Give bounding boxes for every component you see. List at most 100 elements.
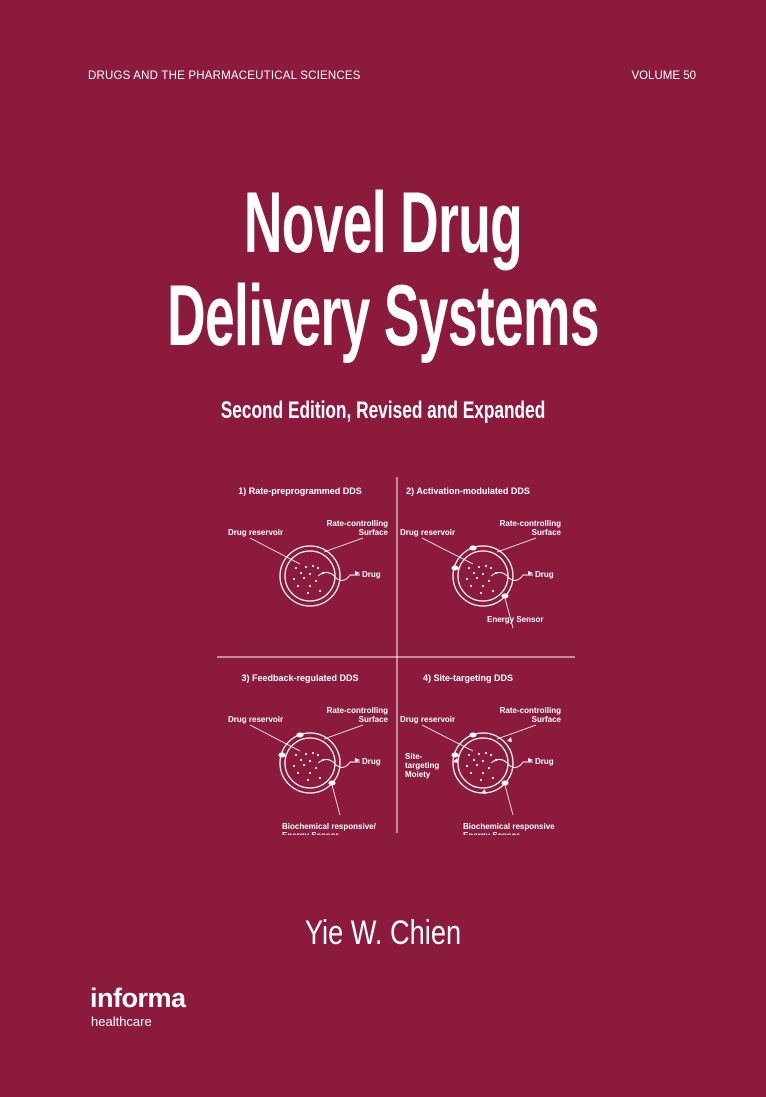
- membrane-inner: [457, 550, 509, 602]
- label-drug: Drug: [535, 570, 554, 579]
- drug-release-arrow-icon: [490, 572, 533, 581]
- sensor-icon: [278, 752, 286, 758]
- label-surface: Surface: [532, 715, 562, 724]
- drug-particle: [477, 565, 481, 569]
- leader-line: [496, 537, 537, 553]
- drug-particle: [487, 766, 491, 770]
- label-reservoir: Drug reservoir: [228, 528, 283, 537]
- leader-line: [421, 724, 474, 752]
- drug-particle: [304, 752, 308, 756]
- drug-particle: [299, 571, 303, 575]
- leader-line: [323, 537, 364, 553]
- sensor-icon: [469, 732, 477, 738]
- leader-line: [323, 724, 364, 740]
- label-drug: Drug: [535, 757, 554, 766]
- membrane-outer: [452, 545, 514, 607]
- drug-particle: [318, 776, 322, 780]
- drug-particle: [311, 564, 315, 568]
- drug-particle: [487, 579, 491, 583]
- label-surface: Rate-controlling: [500, 519, 561, 528]
- sensor-icon: [501, 593, 509, 599]
- label-surface: Rate-controlling: [500, 706, 561, 715]
- drug-release-arrow-icon: [490, 759, 533, 768]
- diagram-quadrant-2: 2) Activation-modulated DDS Drug reservoi…: [400, 486, 562, 629]
- label-surface: Surface: [359, 715, 389, 724]
- drug-particle: [316, 566, 320, 570]
- drug-particle: [484, 564, 488, 568]
- drug-particle: [299, 758, 303, 762]
- arrowhead-icon: [355, 571, 360, 575]
- label-surface: Surface: [532, 528, 562, 537]
- drug-release-arrow-icon: [317, 572, 360, 581]
- arrowhead-icon: [528, 758, 533, 762]
- leader-line: [421, 537, 474, 565]
- diagram-quadrant-4: 4) Site-targeting DDS Drug reservoir Rate-…: [400, 673, 562, 835]
- drug-particle: [292, 764, 296, 768]
- drug-particle: [306, 778, 310, 782]
- membrane-inner: [457, 737, 509, 789]
- drug-particle: [475, 763, 479, 767]
- author: Yie W. Chien: [304, 914, 462, 952]
- drug-particle: [306, 591, 310, 595]
- drug-particle: [491, 776, 495, 780]
- label-sensor: Energy Sensor: [463, 831, 519, 835]
- leader-line: [504, 784, 514, 816]
- label-surface: Surface: [359, 528, 389, 537]
- drug-particle: [314, 579, 318, 583]
- drug-particle: [491, 589, 495, 593]
- drug-particle: [481, 759, 485, 763]
- label-reservoir: Drug reservoir: [400, 715, 455, 724]
- drug-particle: [292, 577, 296, 581]
- drug-particle: [481, 771, 485, 775]
- drug-particle: [304, 565, 308, 569]
- label-moiety: targeting: [405, 761, 439, 770]
- drug-particle: [308, 759, 312, 763]
- subtitle: Second Edition, Revised and Expanded: [220, 397, 546, 424]
- drug-particle: [302, 576, 306, 580]
- drug-particle: [472, 758, 476, 762]
- arrowhead-icon: [528, 571, 533, 575]
- drug-particle: [467, 753, 471, 757]
- drug-particle: [308, 572, 312, 576]
- title-line-1: Novel Drug: [243, 175, 523, 271]
- drug-particle: [479, 591, 483, 595]
- leader-line: [249, 537, 301, 565]
- drug-release-arrow-icon: [317, 759, 360, 768]
- label-moiety: Moiety: [405, 770, 431, 779]
- drug-particle: [489, 566, 493, 570]
- label-drug: Drug: [362, 757, 381, 766]
- label-reservoir: Drug reservoir: [228, 715, 283, 724]
- membrane-outer: [279, 545, 341, 607]
- sensor-icon: [469, 545, 477, 551]
- sensor-icon: [296, 732, 304, 738]
- leader-line: [504, 597, 514, 629]
- drug-particle: [467, 566, 471, 570]
- drug-particle: [302, 763, 306, 767]
- leader-line: [331, 784, 341, 816]
- drug-particle: [294, 753, 298, 757]
- label-sensor: Energy Sensor: [282, 831, 338, 835]
- quadrant-title: 4) Site-targeting DDS: [423, 673, 513, 683]
- targeting-moiety-icon: [481, 789, 486, 794]
- label-reservoir: Drug reservoir: [400, 528, 455, 537]
- drug-particle: [308, 771, 312, 775]
- drug-particle: [481, 584, 485, 588]
- leader-line: [496, 724, 537, 740]
- publisher-sub: healthcare: [91, 1014, 152, 1029]
- label-sensor: Biochemical responsive: [463, 822, 555, 831]
- drug-particle: [311, 751, 315, 755]
- membrane-inner: [284, 550, 336, 602]
- drug-particle: [479, 778, 483, 782]
- targeting-moiety-icon: [453, 758, 458, 763]
- volume-number: VOLUME 50: [631, 70, 696, 82]
- quadrant-title: 2) Activation-modulated DDS: [406, 486, 530, 496]
- sensor-icon: [451, 752, 459, 758]
- title-line-2: Delivery Systems: [167, 268, 599, 364]
- label-drug: Drug: [362, 570, 381, 579]
- drug-particle: [472, 571, 476, 575]
- drug-particle: [294, 566, 298, 570]
- publisher-logo: informa: [90, 983, 186, 1013]
